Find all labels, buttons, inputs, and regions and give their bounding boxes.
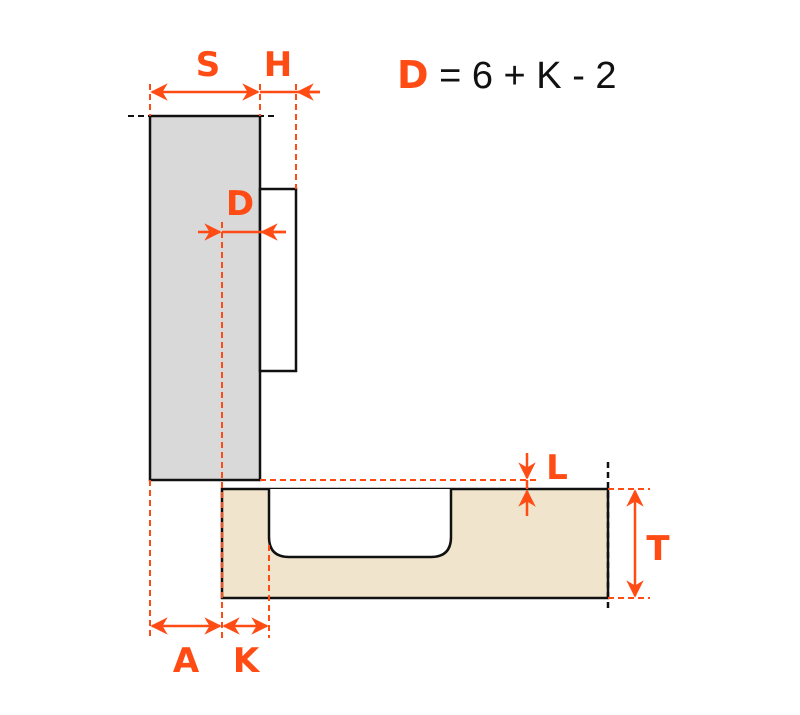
label-t: T: [646, 529, 670, 569]
cabinet-side-panel: [148, 114, 262, 482]
label-a: A: [173, 641, 200, 681]
hinge-plate: [258, 187, 298, 373]
label-d: D: [226, 184, 254, 224]
label-h: H: [264, 45, 292, 85]
formula-rhs: = 6 + K - 2: [429, 55, 617, 97]
formula-lhs: D: [397, 53, 429, 97]
label-l: L: [546, 448, 568, 488]
formula: D = 6 + K - 2: [397, 53, 617, 97]
label-s: S: [196, 45, 221, 85]
label-k: K: [233, 641, 261, 681]
hinge-cup-cutout: [267, 489, 453, 559]
